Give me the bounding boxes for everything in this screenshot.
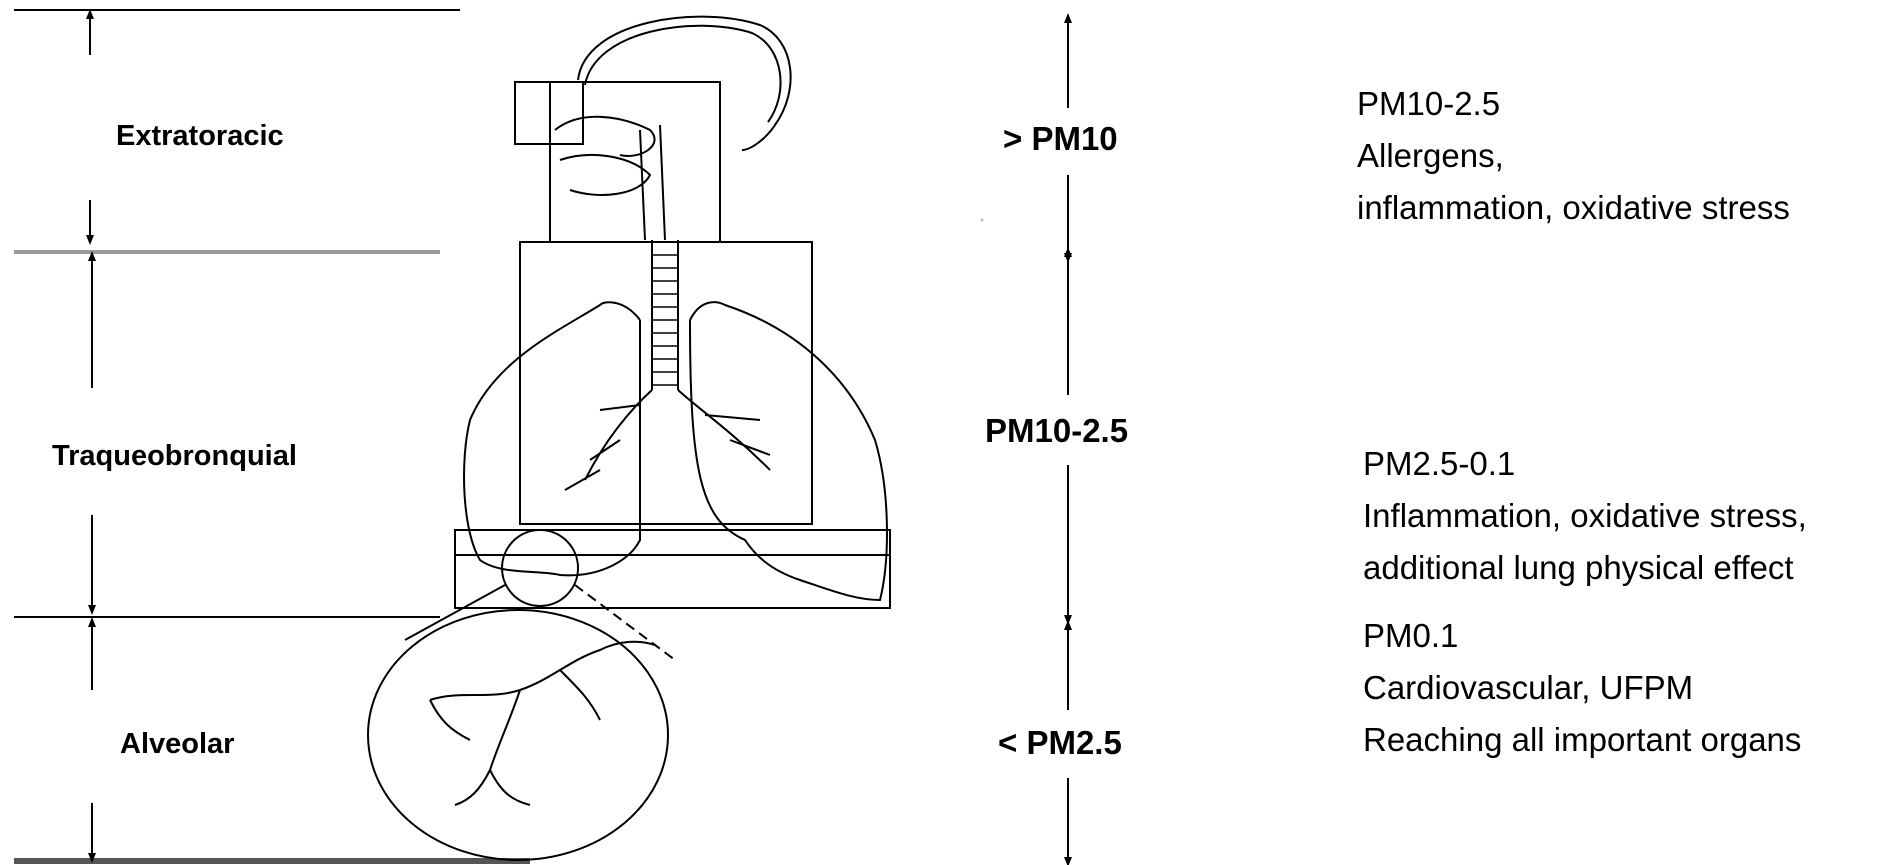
size-label-pm10-25: PM10-2.5 <box>985 412 1128 450</box>
effect-line: Cardiovascular, UFPM <box>1363 662 1801 714</box>
effect-block-pm01: PM0.1 Cardiovascular, UFPM Reaching all … <box>1363 610 1801 766</box>
effect-block-pm10-25: PM10-2.5 Allergens, inflammation, oxidat… <box>1357 78 1790 234</box>
effect-line: Reaching all important organs <box>1363 714 1801 766</box>
left-lung <box>464 302 640 575</box>
effect-fraction: PM10-2.5 <box>1357 78 1790 130</box>
thoracic-box <box>520 242 812 524</box>
magnify-line-right <box>575 585 675 660</box>
magnify-source-circle <box>502 530 578 606</box>
effect-fraction: PM0.1 <box>1363 610 1801 662</box>
left-bronchus <box>565 390 652 490</box>
effect-line: additional lung physical effect <box>1363 542 1807 594</box>
diaphragm-band <box>455 530 890 608</box>
effect-line: Allergens, <box>1357 130 1790 182</box>
head-outline-inner <box>585 26 781 122</box>
effect-line: Inflammation, oxidative stress, <box>1363 490 1807 542</box>
region-label-traqueobronquial: Traqueobronquial <box>52 440 297 473</box>
effect-block-pm25-01: PM2.5-0.1 Inflammation, oxidative stress… <box>1363 438 1807 594</box>
size-label-gt-pm10: > PM10 <box>1003 120 1118 158</box>
size-label-lt-pm25: < PM2.5 <box>998 724 1122 762</box>
effect-line: inflammation, oxidative stress <box>1357 182 1790 234</box>
region-arrows <box>90 14 92 858</box>
region-label-extratoracic: Extratoracic <box>116 120 284 153</box>
trachea <box>652 240 678 390</box>
alveoli-branches <box>430 642 655 805</box>
respiratory-illustration <box>368 17 890 860</box>
stray-dot <box>981 219 984 222</box>
region-label-alveolar: Alveolar <box>120 728 234 761</box>
effect-fraction: PM2.5-0.1 <box>1363 438 1807 490</box>
alveoli-circle <box>368 610 668 860</box>
trachea-rings <box>652 255 678 385</box>
upper-airway-box <box>550 82 720 242</box>
mouth-cavity <box>560 155 650 195</box>
